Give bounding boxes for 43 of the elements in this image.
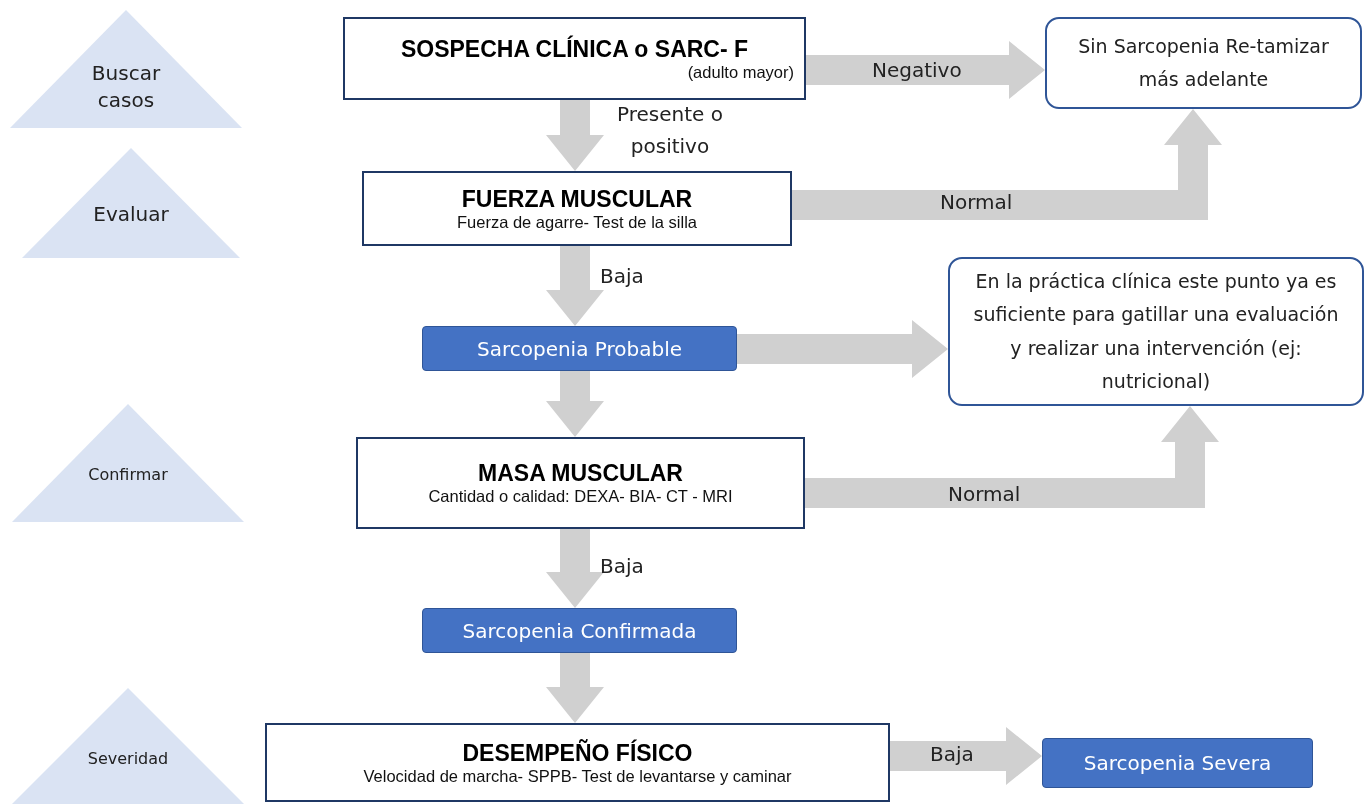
stage-label: Severidad (86, 748, 170, 770)
box-heading: FUERZA MUSCULAR (461, 185, 693, 213)
process-box (343, 17, 806, 100)
block-arrow (546, 653, 604, 723)
edge-label: Presente o positivo (616, 101, 724, 160)
result-text: Sin Sarcopenia Re-tamizar más adelante (1077, 33, 1330, 92)
outcome-label: Sarcopenia Severa (1083, 751, 1272, 775)
outcome-badge (422, 608, 737, 653)
box-subtext: (adulto mayor) (687, 62, 794, 82)
outcome-label: Sarcopenia Confirmada (462, 618, 697, 643)
stage-label: Confirmar (87, 464, 169, 486)
stage-label: Buscar casos (90, 60, 162, 114)
edge-label: Baja (600, 553, 644, 580)
block-arrow (805, 406, 1219, 508)
stage-label: Evaluar (92, 201, 170, 228)
edge-label: Normal (948, 481, 1021, 508)
outcome-label: Sarcopenia Probable (476, 336, 683, 361)
result-text: En la práctica clínica este punto ya es suficiente para gatillar una evaluación y realizar una intervención (ej: nutricional) (973, 269, 1339, 394)
edge-label: Negativo (872, 57, 962, 84)
box-heading: MASA MUSCULAR (478, 460, 683, 487)
process-box (362, 171, 792, 246)
edge-label: Normal (940, 189, 1013, 216)
process-box (265, 723, 890, 802)
block-arrow (546, 529, 604, 608)
block-arrow (737, 320, 948, 378)
block-arrow (546, 371, 604, 437)
outcome-badge (422, 326, 737, 371)
block-arrow (792, 109, 1222, 220)
box-subtext: Velocidad de marcha- SPPB- Test de levantarse y caminar (363, 766, 792, 786)
block-arrow (806, 41, 1045, 99)
block-arrow (546, 100, 604, 171)
block-arrow (890, 727, 1042, 785)
box-subtext: Fuerza de agarre- Test de la silla (457, 212, 697, 232)
process-box (356, 437, 805, 529)
box-heading: SOSPECHA CLÍNICA o SARC- F (400, 35, 749, 63)
block-arrow (546, 246, 604, 326)
edge-label: Baja (930, 741, 974, 768)
box-heading: DESEMPEÑO FÍSICO (462, 739, 693, 767)
result-box (1045, 17, 1362, 109)
edge-label: Baja (600, 263, 644, 290)
outcome-badge (1042, 738, 1313, 788)
box-subtext: Cantidad o calidad: DEXA- BIA- CT - MRI (428, 487, 733, 506)
result-box (948, 257, 1364, 406)
